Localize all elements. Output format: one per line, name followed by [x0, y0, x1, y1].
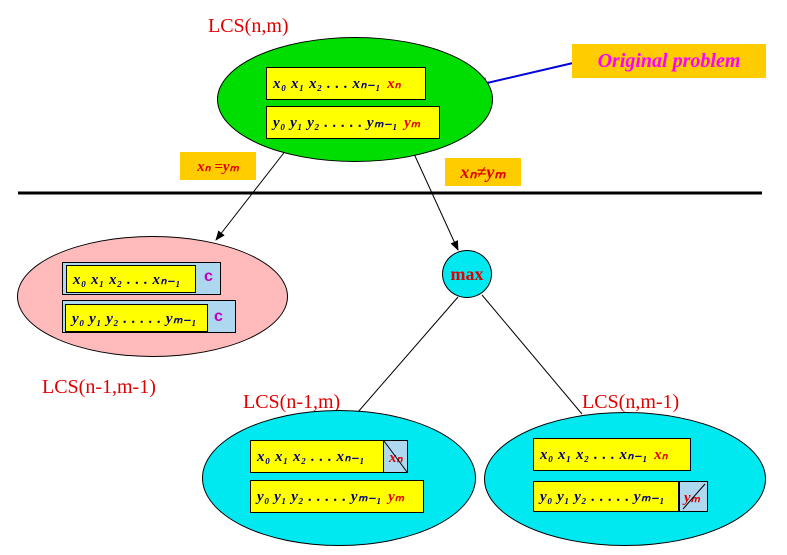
right-title: LCS(n,m-1) [582, 391, 680, 413]
root-x-seq: x₀ x₁ x₂ . . . xₙ₋₁ [273, 76, 382, 92]
root-node [217, 37, 493, 162]
edge-max-to-right [481, 294, 583, 415]
edge-root-to-max [409, 144, 459, 251]
root-x-sequence: x₀ x₁ x₂ . . . xₙ₋₁ xₙ [266, 67, 426, 100]
mid-y-seq: y₀ y₁ y₂ . . . . . yₘ₋₁ [257, 489, 383, 505]
left-y-seq: y₀ y₁ y₂ . . . . . yₘ₋₁ [72, 310, 198, 327]
callout-arrow [473, 62, 574, 89]
edge-root-to-left [215, 144, 291, 241]
condition-equal: xₙ =yₘ [180, 152, 256, 180]
root-y-seq: y₀ y₁ y₂ . . . . . yₘ₋₁ [273, 115, 399, 131]
mid-node [202, 410, 476, 546]
left-node [17, 236, 288, 357]
original-problem-callout: Original problem [572, 44, 766, 78]
left-y-sequence: y₀ y₁ y₂ . . . . . yₘ₋₁ [65, 304, 208, 332]
mid-y-last: yₘ [388, 489, 405, 505]
max-node: max [442, 250, 492, 298]
mid-strike-icon [383, 440, 408, 473]
root-y-sequence: y₀ y₁ y₂ . . . . . yₘ₋₁ yₘ [266, 106, 440, 139]
right-y-seq: y₀ y₁ y₂ . . . . . yₘ₋₁ [540, 489, 666, 505]
mid-title: LCS(n-1,m) [243, 391, 341, 413]
root-y-last: yₘ [404, 115, 421, 131]
max-label: max [450, 263, 484, 284]
mid-x-sequence: x₀ x₁ x₂ . . . xₙ₋₁ [250, 440, 408, 473]
right-y-sequence: y₀ y₁ y₂ . . . . . yₘ₋₁ [533, 481, 679, 512]
condition-not-equal: xₙ≠yₘ [445, 158, 521, 186]
left-x-sequence: x₀ x₁ x₂ . . . xₙ₋₁ [66, 265, 196, 293]
mid-y-sequence: y₀ y₁ y₂ . . . . . yₘ₋₁ yₘ [250, 480, 424, 513]
left-x-seq: x₀ x₁ x₂ . . . xₙ₋₁ [73, 271, 182, 288]
right-strike-icon [682, 483, 706, 510]
root-x-last: xₙ [387, 76, 401, 92]
right-x-last: xₙ [654, 447, 668, 463]
right-x-sequence: x₀ x₁ x₂ . . . xₙ₋₁ xₙ [533, 438, 691, 471]
mid-x-seq: x₀ x₁ x₂ . . . xₙ₋₁ [257, 449, 366, 465]
left-y-tail: c [214, 308, 223, 325]
right-x-seq: x₀ x₁ x₂ . . . xₙ₋₁ [540, 447, 649, 463]
root-title: LCS(n,m) [208, 15, 289, 37]
right-node [484, 412, 766, 546]
left-x-tail: c [204, 268, 213, 285]
edge-max-to-mid [357, 296, 459, 413]
left-title: LCS(n-1,m-1) [42, 376, 156, 398]
